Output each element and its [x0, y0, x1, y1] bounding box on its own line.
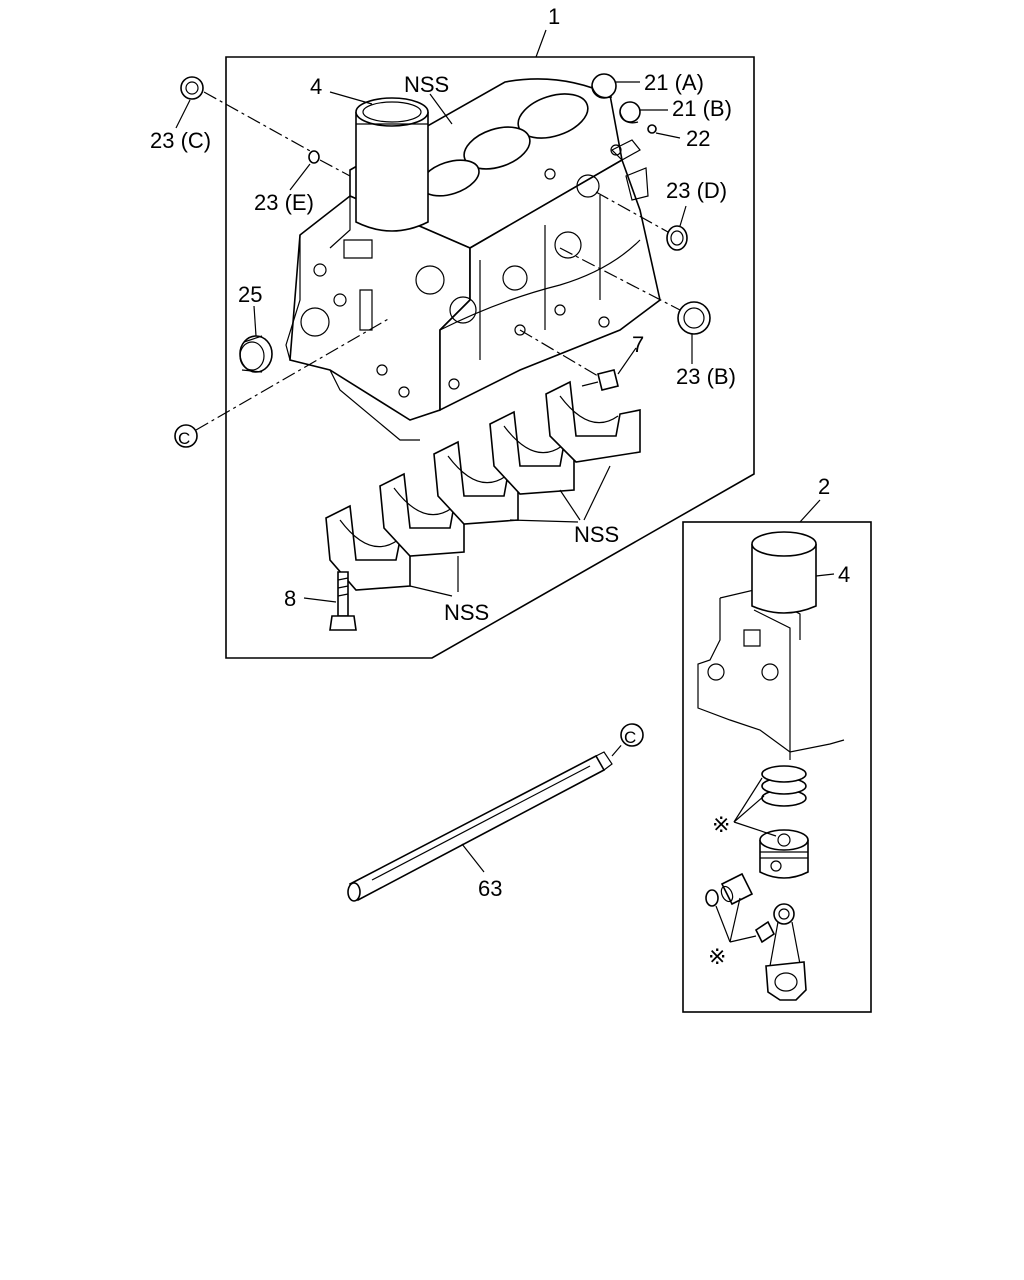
bolt-8	[329, 571, 357, 631]
cylinder-liner	[355, 97, 429, 232]
sub-block-fragment	[697, 589, 845, 760]
callout-4-sub: 4	[838, 562, 850, 587]
asterisk-upper: ※	[712, 812, 730, 837]
callout-23c: 23 (C)	[150, 128, 211, 153]
seal-23d	[666, 225, 688, 251]
seal-23b	[677, 301, 711, 335]
ref-c-right-marker	[620, 723, 644, 747]
callout-63: 63	[478, 876, 502, 901]
callout-23e: 23 (E)	[254, 190, 314, 215]
plug-21a	[591, 73, 617, 99]
callout-21b: 21 (B)	[672, 96, 732, 121]
plug-22	[647, 124, 657, 134]
oil-pipe-63	[347, 751, 613, 902]
bearing-cap-5	[545, 380, 641, 463]
cylinder-block	[285, 78, 661, 441]
callout-2: 2	[818, 474, 830, 499]
piston	[759, 829, 809, 879]
callout-23b: 23 (B)	[676, 364, 736, 389]
ref-c-left: C	[178, 429, 190, 448]
callout-8: 8	[284, 586, 296, 611]
conrod-bushing	[754, 920, 776, 944]
piston-rings	[761, 765, 807, 807]
piston-pin	[720, 872, 754, 906]
seal-23e	[308, 150, 320, 164]
ref-c-left-marker	[174, 424, 198, 448]
callout-22: 22	[686, 126, 710, 151]
callout-7: 7	[632, 332, 644, 357]
callout-4: 4	[310, 74, 322, 99]
bolt-7	[581, 369, 619, 391]
sub-assembly-frame	[682, 521, 872, 1013]
asterisk-lower: ※	[708, 944, 726, 969]
callout-25: 25	[238, 282, 262, 307]
bushing-25	[239, 335, 273, 373]
callout-23d: 23 (D)	[666, 178, 727, 203]
main-assembly-frame	[225, 56, 755, 659]
callout-nss-top: NSS	[404, 72, 449, 97]
seal-23c	[180, 76, 204, 100]
callout-1: 1	[548, 4, 560, 29]
callout-21a: 21 (A)	[644, 70, 704, 95]
plug-21b	[619, 101, 641, 124]
callout-nss-caps-lower: NSS	[444, 600, 489, 625]
connecting-rod	[765, 903, 807, 1001]
sub-cylinder-liner	[751, 531, 817, 614]
callout-nss-caps-upper: NSS	[574, 522, 619, 547]
ref-c-right: C	[624, 728, 636, 747]
snap-ring	[705, 889, 719, 907]
